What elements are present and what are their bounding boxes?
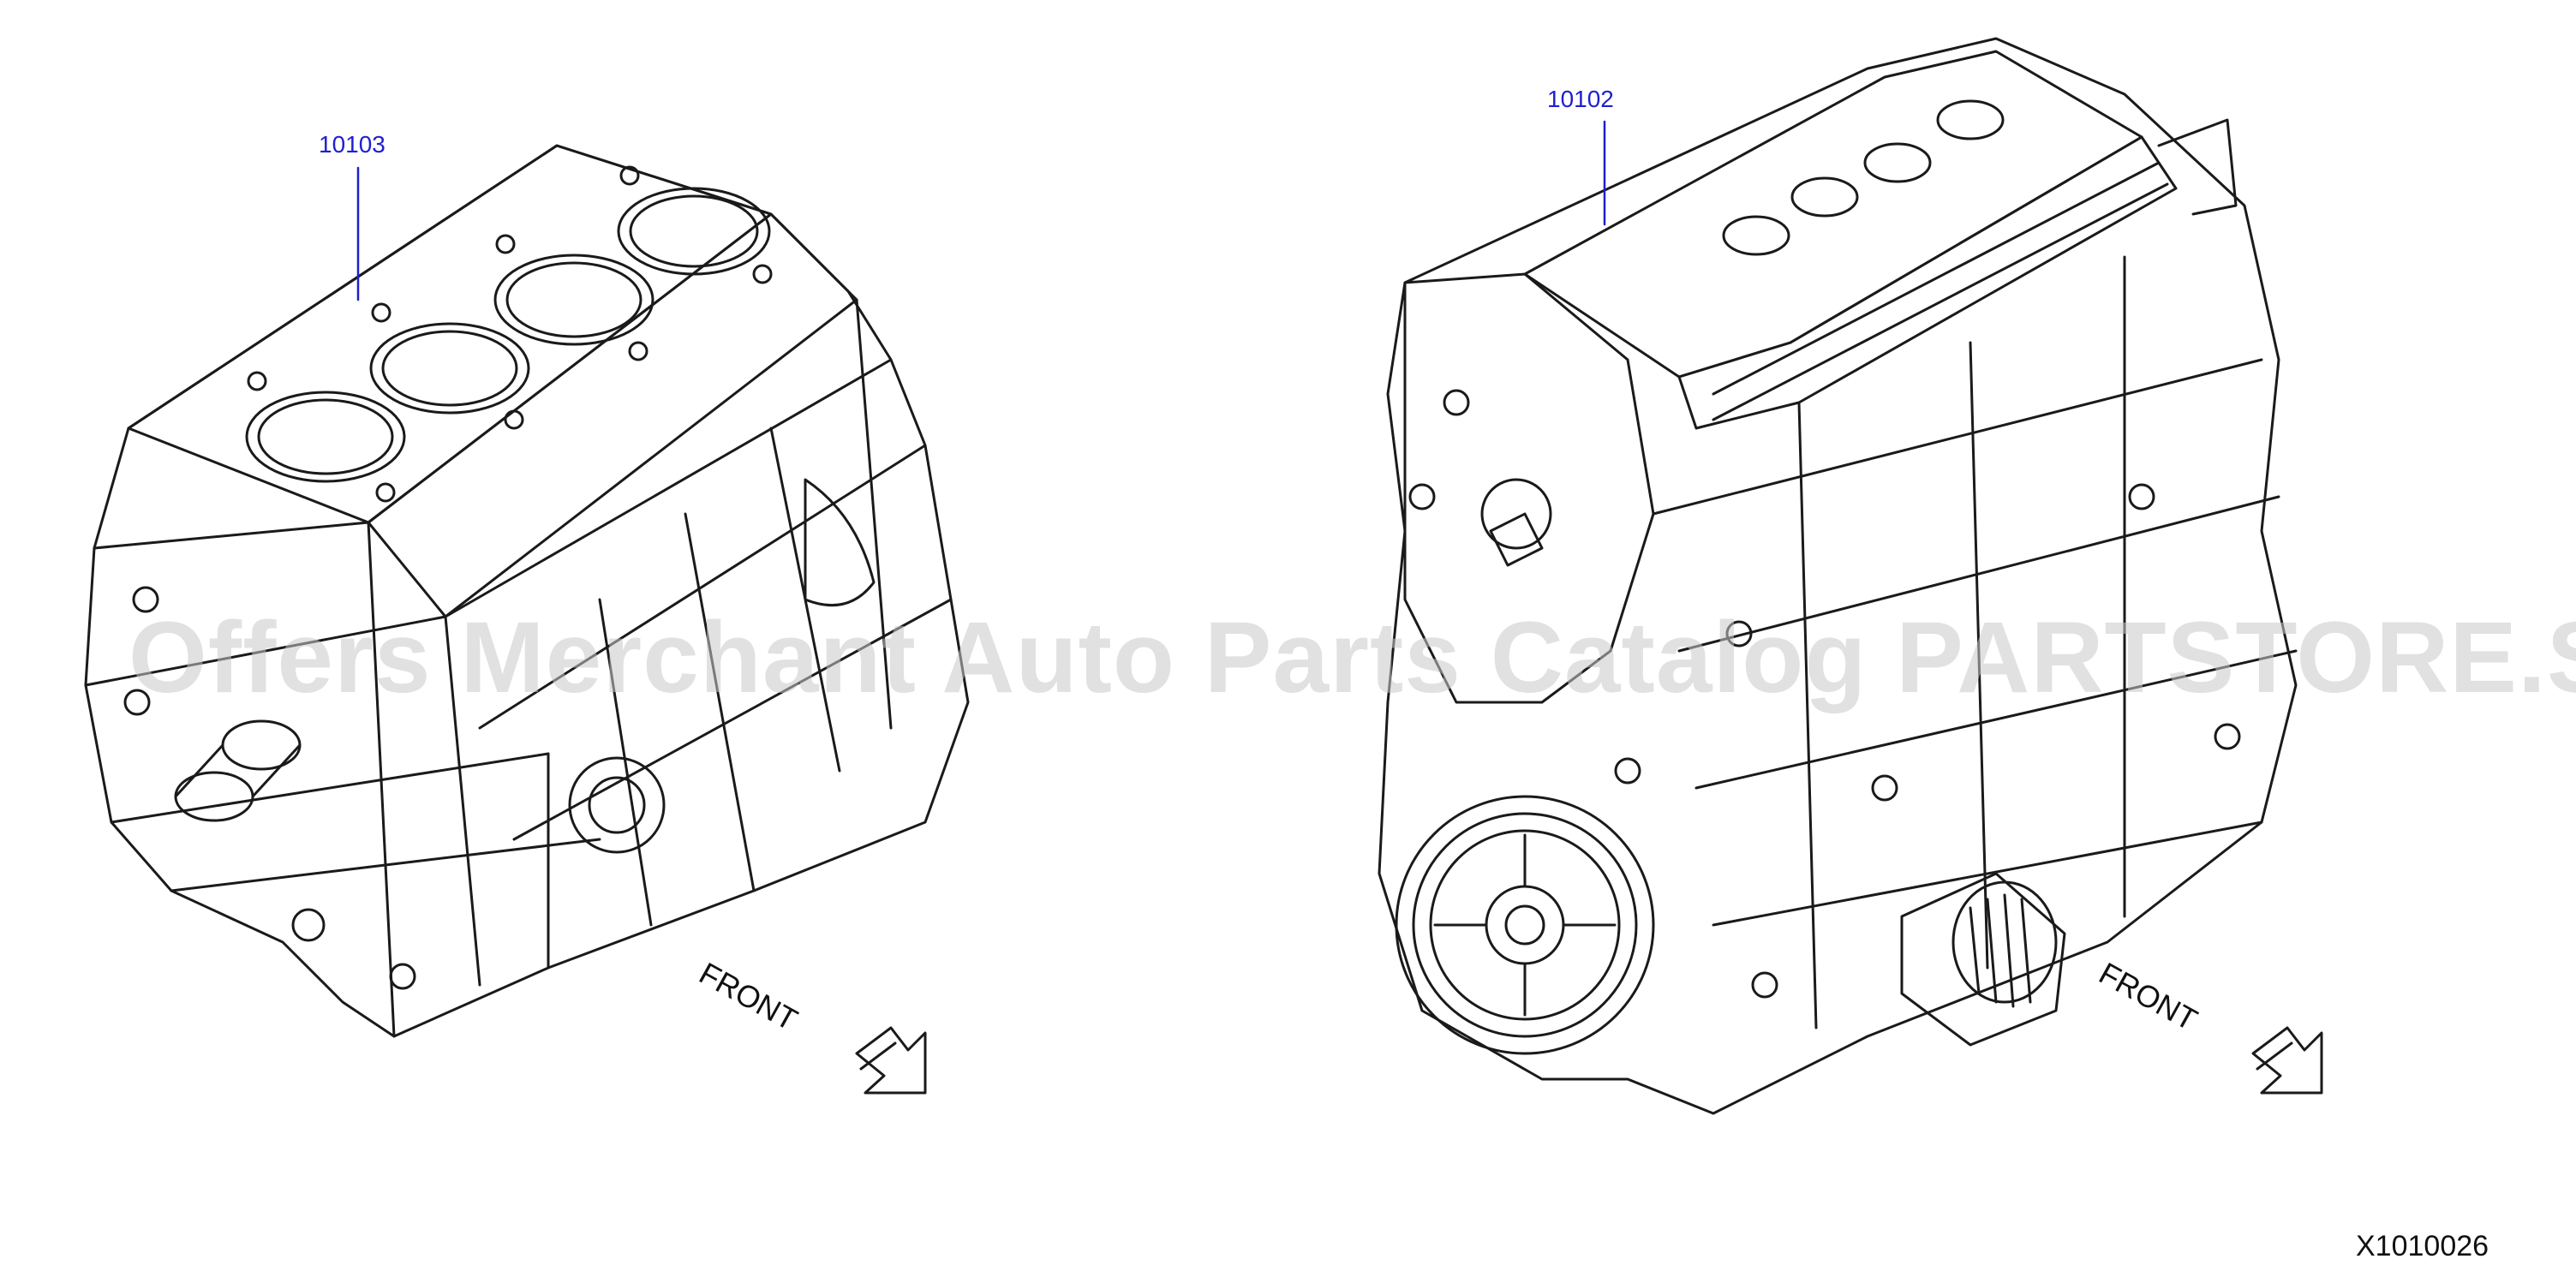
part-number-10103[interactable]: 10103 bbox=[319, 131, 386, 158]
front-arrow-right bbox=[2251, 1026, 2323, 1095]
part-number-10102[interactable]: 10102 bbox=[1547, 86, 1614, 112]
front-arrow-left bbox=[855, 1026, 927, 1095]
cylinder-block-drawing bbox=[84, 144, 970, 1038]
diagram-id: X1010026 bbox=[2356, 1230, 2489, 1262]
engine-assembly-drawing bbox=[1378, 37, 2298, 1115]
